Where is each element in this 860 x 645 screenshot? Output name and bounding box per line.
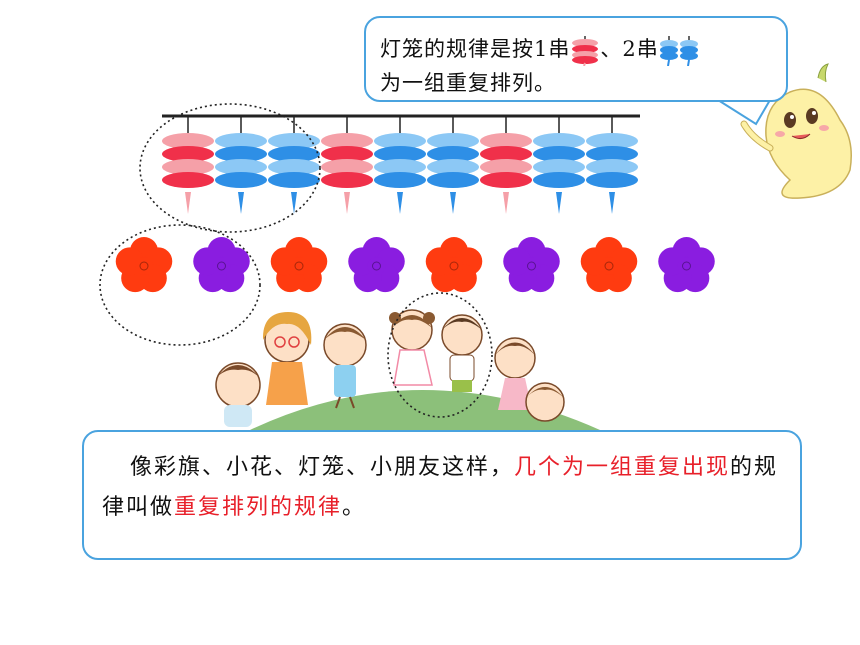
red-flower xyxy=(425,237,483,293)
child-figure xyxy=(262,312,312,405)
purple-flower xyxy=(658,237,715,293)
red-lantern xyxy=(162,116,214,214)
lantern-row xyxy=(162,116,638,214)
blue-lantern xyxy=(533,116,585,214)
red-flower xyxy=(270,237,328,293)
child-figure xyxy=(441,314,483,392)
lantern-group-circle xyxy=(139,103,321,233)
child-figure xyxy=(494,337,536,410)
red-lantern xyxy=(321,116,373,214)
definition-text: 像彩旗、小花、灯笼、小朋友这样，几个为一组重复出现的规律叫做重复排列的规律。 xyxy=(102,448,782,528)
child-figure xyxy=(389,309,435,386)
blue-lantern xyxy=(215,116,267,214)
definition-end: 。 xyxy=(342,495,367,520)
blue-lantern xyxy=(586,116,638,214)
definition-box: 像彩旗、小花、灯笼、小朋友这样，几个为一组重复出现的规律叫做重复排列的规律。 xyxy=(82,430,802,560)
speech-line-1-start: 灯笼的规律是按1串 xyxy=(380,37,571,61)
definition-highlight-2: 重复排列的规律 xyxy=(174,495,343,520)
blue-lantern-icon xyxy=(659,35,698,66)
definition-highlight-1: 几个为一组重复出现 xyxy=(514,455,731,480)
blue-lantern xyxy=(374,116,426,214)
blue-lantern xyxy=(268,116,320,214)
children-group xyxy=(215,309,565,427)
purple-flower xyxy=(193,237,250,293)
child-figure xyxy=(215,362,261,427)
purple-flower xyxy=(503,237,560,293)
child-figure xyxy=(525,382,565,422)
children-group-circle xyxy=(387,292,493,418)
red-flower xyxy=(580,237,638,293)
flower-row xyxy=(115,237,715,293)
speech-bubble: 灯笼的规律是按1串 、2串 xyxy=(364,16,788,102)
red-flower xyxy=(115,237,173,293)
speech-line-1-middle: 、2串 xyxy=(600,37,659,61)
green-hill xyxy=(250,390,600,430)
speech-line-2: 为一组重复排列。 xyxy=(380,71,556,95)
speech-bubble-text: 灯笼的规律是按1串 、2串 xyxy=(380,32,699,100)
definition-intro: 像彩旗、小花、灯笼、小朋友这样， xyxy=(130,455,515,480)
purple-flower xyxy=(348,237,405,293)
blue-lantern xyxy=(427,116,479,214)
cartoon-mascot xyxy=(740,63,852,199)
red-lantern-icon xyxy=(572,35,599,66)
flower-group-circle xyxy=(99,224,261,346)
speech-bubble-tail xyxy=(714,99,772,126)
definition-mid: 的规律叫做 xyxy=(102,455,779,520)
child-figure xyxy=(323,323,367,409)
red-lantern xyxy=(480,116,532,214)
speech-line-1: 灯笼的规律是按1串 、2串 xyxy=(380,32,699,66)
